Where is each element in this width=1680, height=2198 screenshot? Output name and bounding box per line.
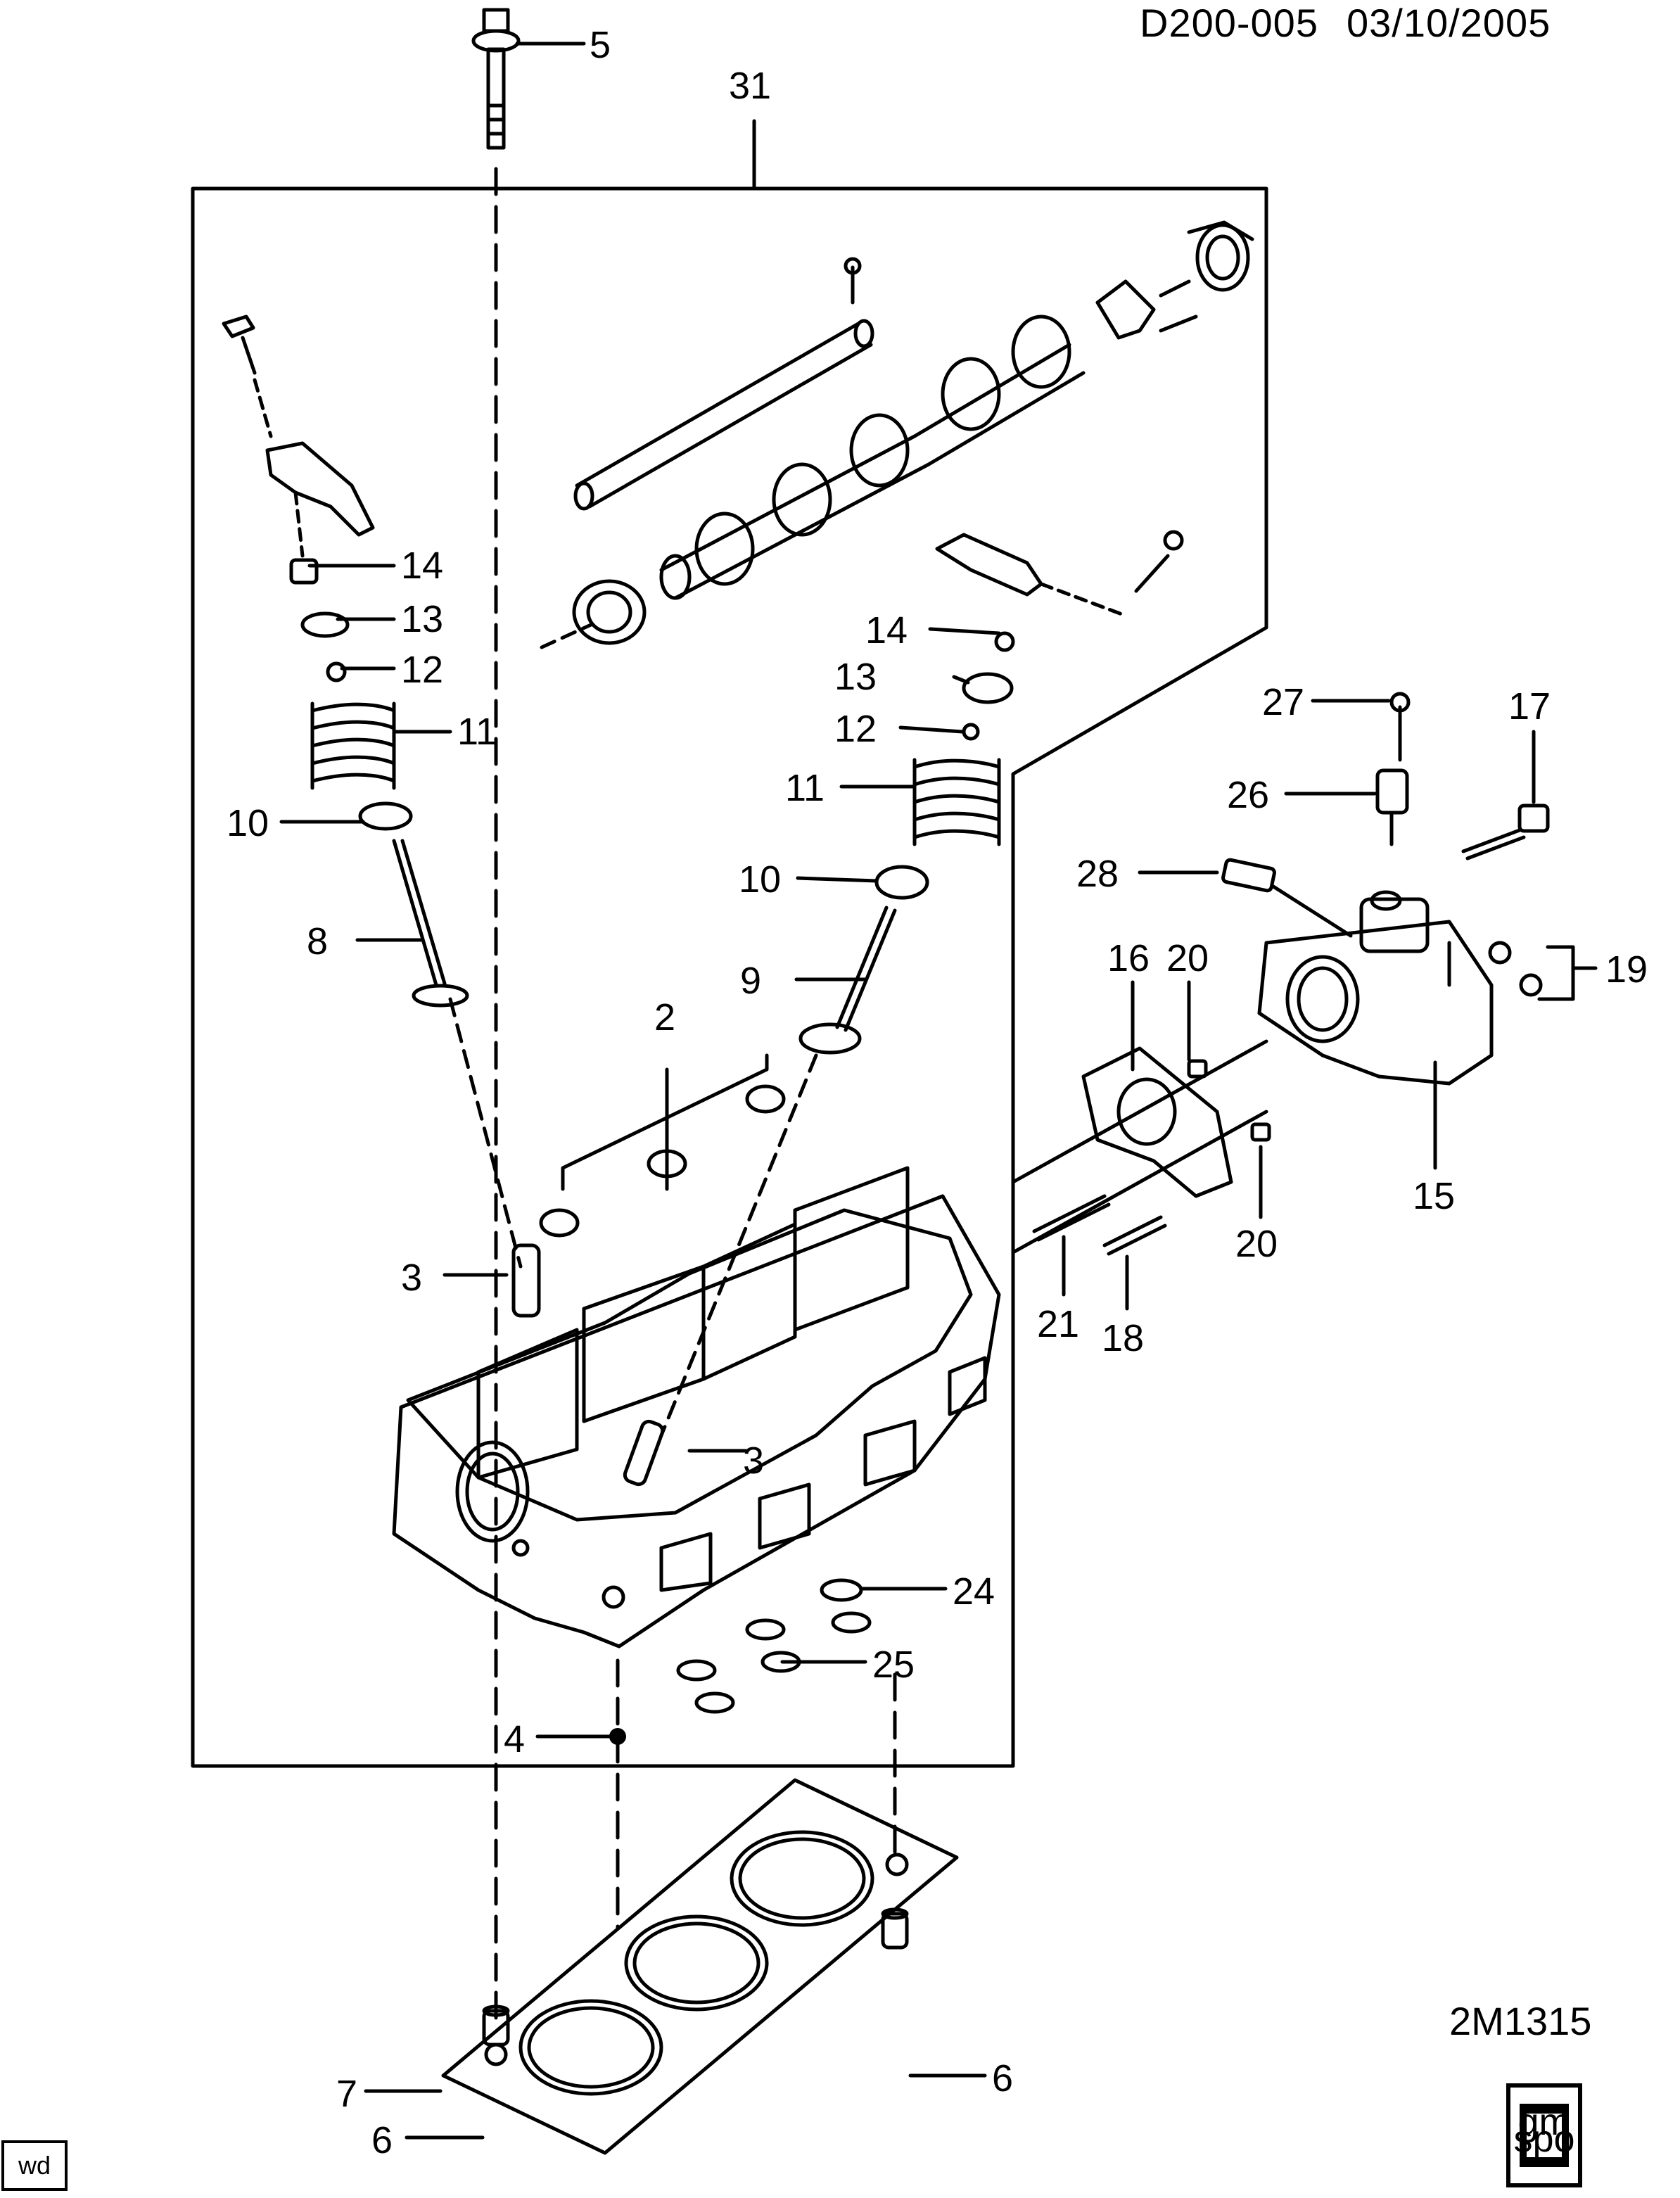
o-ring [676, 1659, 717, 1682]
left-rocker-arm [222, 315, 375, 558]
coolant-outlet-gasket [1081, 1046, 1233, 1198]
callout-27: 27 [1262, 681, 1304, 723]
head-gasket [441, 1778, 959, 2155]
dowel-pin [1187, 1059, 1208, 1079]
callout-10: 10 [227, 802, 269, 844]
figure-code: 2M1315 [1449, 1999, 1592, 2043]
callout-3: 3 [743, 1440, 764, 1482]
callout-7: 7 [336, 2073, 357, 2115]
camshaft [540, 315, 1086, 649]
gm-spo-logo: gm spo [1506, 2083, 1582, 2187]
corner-tag: wd [1, 2140, 68, 2191]
expansion-plug [745, 1084, 786, 1114]
callout-9: 9 [740, 960, 761, 1002]
callout-10: 10 [739, 858, 781, 901]
diagram-header: D200-005 03/10/2005 [1140, 0, 1579, 46]
thermostat-housing [1257, 890, 1494, 1086]
temperature-sender [1221, 858, 1353, 938]
callout-11: 11 [457, 711, 497, 753]
callout-6: 6 [371, 2119, 393, 2161]
callout-2: 2 [654, 996, 675, 1038]
callout-21: 21 [1037, 1303, 1079, 1345]
coolant-temp-sensor [1375, 692, 1411, 846]
head-bolt [471, 8, 521, 150]
dowel-pin [1250, 1122, 1271, 1142]
callout-11: 11 [785, 767, 825, 809]
hex-nut [1519, 973, 1543, 997]
left-valve-stack [289, 558, 469, 1008]
o-ring [694, 1691, 735, 1714]
callout-14: 14 [401, 545, 443, 587]
assembly-boundary [191, 186, 1268, 1768]
callout-12: 12 [401, 649, 443, 691]
callout-19: 19 [1605, 948, 1648, 991]
document-id: D200-005 [1140, 1, 1318, 45]
o-ring [745, 1618, 786, 1641]
callout-24: 24 [953, 1570, 995, 1613]
svg-text:gm: gm [1517, 2101, 1570, 2143]
callout-8: 8 [307, 920, 328, 963]
right-valve-stack [798, 631, 1015, 1055]
callout-18: 18 [1102, 1317, 1144, 1359]
camshaft-end-seal [1187, 220, 1254, 292]
callout-20: 20 [1166, 937, 1209, 979]
dowel-pin [482, 2005, 510, 2047]
callout-5: 5 [590, 24, 611, 66]
callout-13: 13 [834, 656, 877, 698]
callout-labels: 5 31 14 13 12 11 10 8 14 13 12 11 10 9 2… [227, 24, 1648, 2161]
stud [1102, 1215, 1167, 1256]
hex-nut [1488, 941, 1512, 965]
callout-13: 13 [401, 598, 443, 640]
o-ring [831, 1611, 872, 1634]
document-date: 03/10/2005 [1346, 1, 1551, 45]
svg-text:spo: spo [1513, 2118, 1574, 2160]
dowel-pin [881, 1907, 909, 1950]
stud [1032, 1194, 1111, 1242]
callout-3: 3 [401, 1257, 422, 1299]
rocker-shaft [573, 257, 874, 511]
callout-4: 4 [504, 1718, 525, 1760]
callout-16: 16 [1107, 937, 1150, 979]
callout-26: 26 [1227, 774, 1269, 816]
callout-28: 28 [1076, 853, 1119, 895]
o-ring [820, 1578, 863, 1602]
expansion-plug [539, 1208, 580, 1238]
callout-6: 6 [992, 2057, 1013, 2099]
callout-31: 31 [729, 65, 771, 107]
right-rocker-arm [935, 530, 1184, 618]
callout-15: 15 [1413, 1175, 1455, 1217]
camshaft-thrust-plate [1095, 279, 1198, 340]
callout-14: 14 [865, 609, 908, 652]
cylinder-head [392, 1166, 1001, 1648]
callout-12: 12 [834, 708, 877, 750]
callout-25: 25 [872, 1644, 915, 1686]
callout-17: 17 [1508, 685, 1551, 728]
plug-marker [609, 1728, 626, 1745]
housing-bolt [1461, 803, 1550, 860]
callout-20: 20 [1235, 1223, 1278, 1265]
